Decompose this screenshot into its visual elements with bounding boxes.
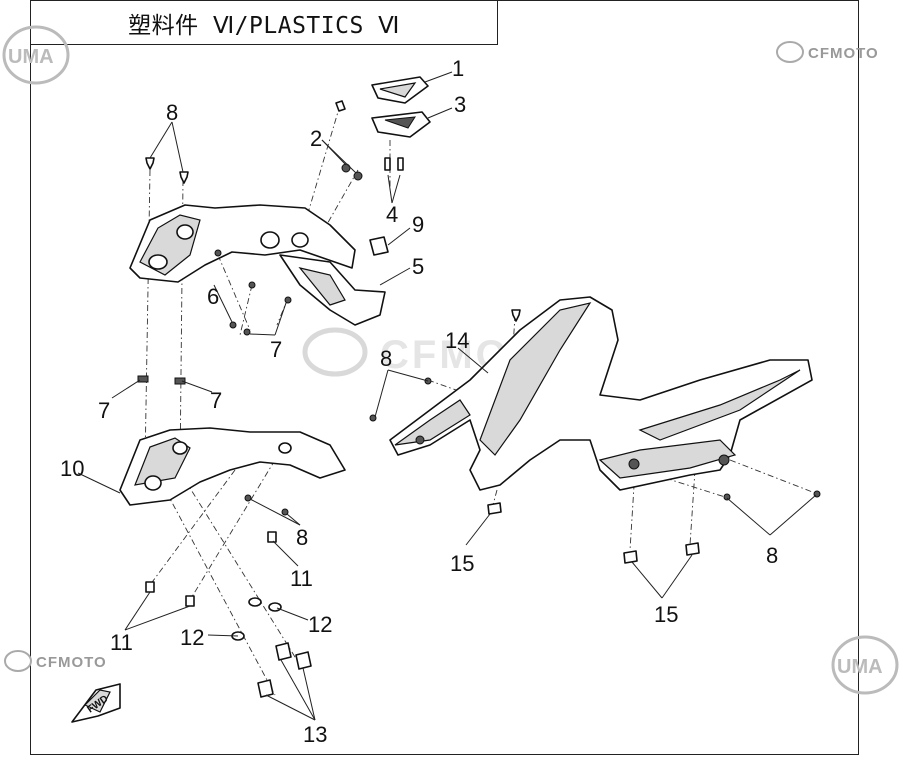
callout-2: 2	[310, 126, 322, 151]
cfmoto-logo-text: CFMOTO	[808, 45, 879, 62]
part-14-rear-fender	[389, 296, 813, 491]
callout-1: 1	[452, 56, 464, 81]
callout-15-left: 15	[450, 551, 474, 576]
uma-logo-text: UMA	[8, 46, 54, 68]
part-3-bracket	[371, 111, 431, 138]
uma-logo-bottom-right: UMA	[831, 635, 899, 695]
callout-7-right: 7	[210, 388, 222, 413]
part-4-screws	[384, 157, 404, 171]
part-9-pad	[369, 236, 389, 256]
part-15-pads	[487, 502, 700, 564]
callout-8-lower: 8	[296, 525, 308, 550]
callout-4: 4	[386, 202, 398, 227]
leader-lines	[77, 71, 817, 721]
callout-10: 10	[60, 456, 84, 481]
callout-8-upper: 8	[166, 100, 178, 125]
callout-12-left: 12	[180, 625, 204, 650]
callout-5: 5	[412, 254, 424, 279]
callout-8-fender-right: 8	[766, 543, 778, 568]
callout-7-left: 7	[98, 398, 110, 423]
forward-arrow-icon: FWD	[71, 683, 121, 723]
part-2-screws	[335, 100, 363, 181]
part-13-bolts	[257, 642, 312, 698]
cfmoto-logo-left: CFMOTO	[4, 650, 107, 672]
cfmoto-logo-top-right: CFMOTO	[776, 41, 879, 63]
part-8-screws-fender	[369, 309, 821, 501]
part-12-washers	[231, 597, 282, 641]
uma-logo-text-right: UMA	[837, 656, 883, 678]
part-10-lower-bracket	[119, 427, 346, 506]
callout-13: 13	[303, 722, 327, 747]
uma-logo-top-left: UMA	[2, 25, 70, 85]
cfmoto-logo-text-left: CFMOTO	[36, 654, 107, 671]
part-8-screws-upper	[145, 157, 189, 184]
title-box: 塑料件 Ⅵ/PLASTICS Ⅵ	[30, 0, 498, 45]
callout-14: 14	[445, 328, 469, 353]
callout-6: 6	[207, 284, 219, 309]
callout-15-right: 15	[654, 602, 678, 627]
part-6-7-screws-upper	[214, 249, 292, 336]
callout-11-right: 11	[290, 566, 313, 591]
callout-3: 3	[454, 92, 466, 117]
part-1-bracket	[371, 76, 429, 104]
callout-numbers: 1 2 3 4 5 6 7 7 7 8 8 8 8 9 10 11 11 12 …	[60, 56, 778, 747]
callout-11-left: 11	[110, 630, 133, 655]
callout-9: 9	[412, 212, 424, 237]
part-7-clips	[137, 375, 186, 385]
callout-12-right: 12	[308, 612, 332, 637]
callout-7-upper: 7	[270, 337, 282, 362]
callout-8-fender-left: 8	[380, 346, 392, 371]
page-title: 塑料件 Ⅵ/PLASTICS Ⅵ	[128, 12, 400, 39]
part-8-11-screws-lower	[145, 494, 289, 607]
upper-rear-bracket	[129, 204, 386, 326]
